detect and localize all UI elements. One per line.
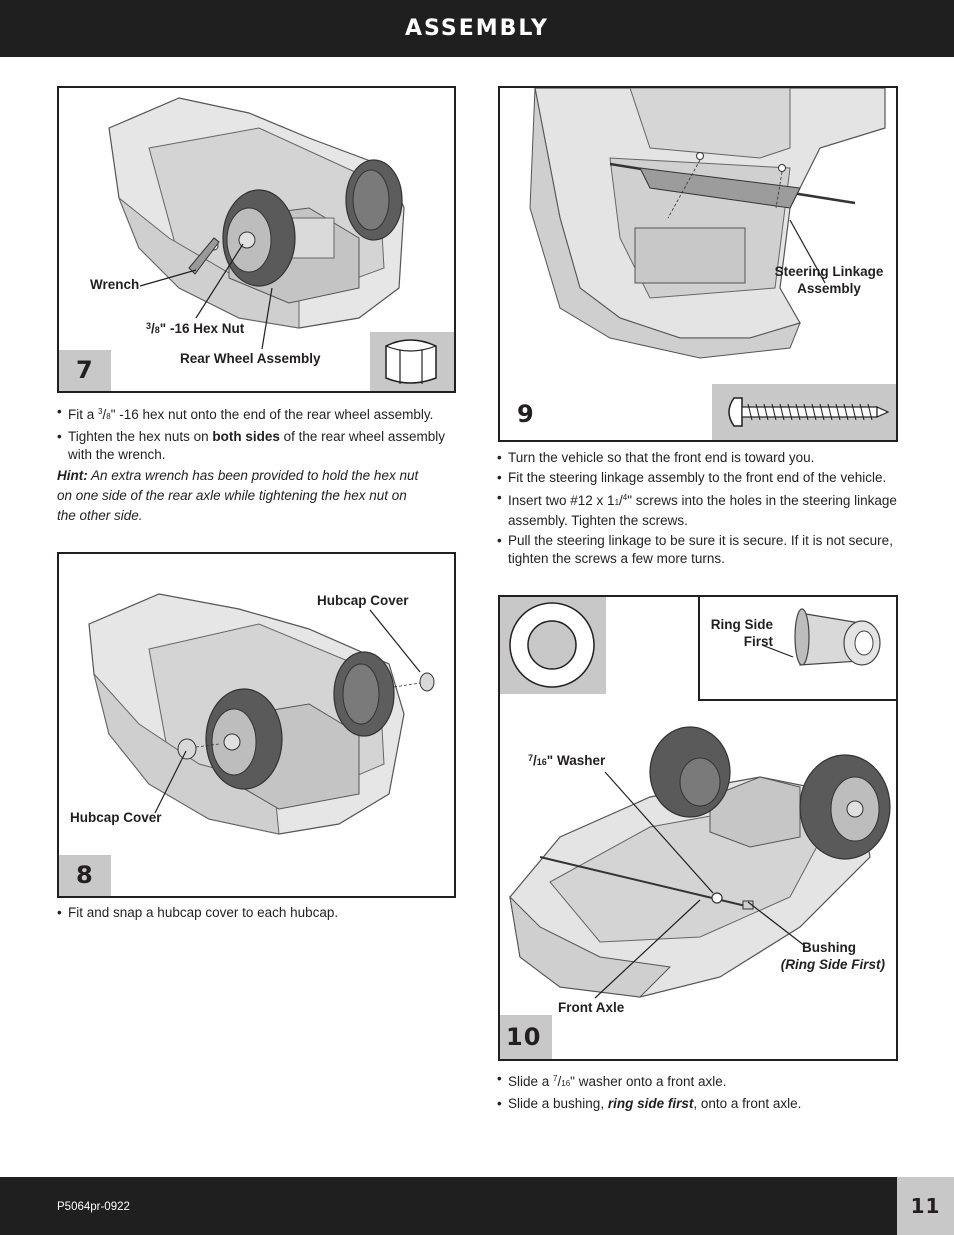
washer-icon [509,602,595,688]
bushing-icon [794,608,881,666]
step-9-illustration [529,88,886,359]
step-8-panel: 8 [57,552,456,898]
page-number: 11 [910,1194,941,1218]
label-front-axle: Front Axle [558,1000,625,1015]
step-9-bullet-4: Pull the steering linkage to be sure it … [497,532,907,568]
step-7-hint: Hint: An extra wrench has been provided … [57,468,419,523]
step-7-number: 7 [76,356,94,384]
page-number-box: 11 [897,1177,954,1235]
step-8-number: 8 [76,861,94,889]
step-8-instructions: Fit and snap a hubcap cover to each hubc… [57,904,457,924]
label-washer: 7/16" Washer [528,753,606,768]
step-8-bullet-1: Fit and snap a hubcap cover to each hubc… [57,904,457,922]
label-rear-wheel-assembly: Rear Wheel Assembly [180,351,321,366]
step-7-instructions: Fit a 3/8" -16 hex nut onto the end of t… [57,403,457,526]
screw-icon [728,397,890,427]
step-9-part-box [712,384,896,440]
label-ring-side-first: Ring Side First [710,617,773,649]
header-bar: ASSEMBLY [0,0,954,57]
step-7-bullet-2: Tighten the hex nuts on both sides of th… [57,428,457,464]
step-7-part-box [370,332,454,391]
step-9-bullet-3: Insert two #12 x 11/4" screws into the h… [497,489,907,530]
label-hubcap-cover-bottom: Hubcap Cover [70,810,162,825]
label-steering-linkage-assembly: Steering Linkage Assembly [774,264,884,296]
step-10-bullet-2: Slide a bushing, ring side first, onto a… [497,1095,907,1113]
step-10-washer-box [500,597,606,694]
step-10-bullet-1: Slide a 7/16" washer onto a front axle. [497,1070,907,1093]
step-9-bullet-2: Fit the steering linkage assembly to the… [497,469,907,487]
step-9-instructions: Turn the vehicle so that the front end i… [497,449,907,570]
label-wrench: Wrench [90,277,140,292]
step-7-bullet-1: Fit a 3/8" -16 hex nut onto the end of t… [57,403,457,426]
step-7-number-box: 7 [59,350,111,391]
step-9-number-box-fill [500,384,527,440]
step-8-illustration [88,593,435,835]
label-hubcap-cover-top: Hubcap Cover [317,593,409,608]
label-hex-nut: 3/8" -16 Hex Nut [146,321,245,336]
step-10-bushing-box [698,597,896,701]
step-9-panel: 9 [498,86,898,442]
step-9-number: 9 [517,400,535,428]
step-10-panel: 10 [498,595,898,1061]
step-9-bullet-1: Turn the vehicle so that the front end i… [497,449,907,467]
step-8-number-box: 8 [59,855,111,896]
page-title: ASSEMBLY [405,16,549,41]
footer-bar: P5064pr-0922 [0,1177,954,1235]
step-10-number: 10 [506,1023,542,1051]
document-code: P5064pr-0922 [57,1201,130,1213]
hex-nut-icon [385,339,437,384]
label-bushing: Bushing (Ring Side First) [780,940,885,972]
step-10-instructions: Slide a 7/16" washer onto a front axle. … [497,1070,907,1115]
step-10-number-box: 10 [500,1015,552,1059]
step-7-panel: 7 [57,86,456,393]
